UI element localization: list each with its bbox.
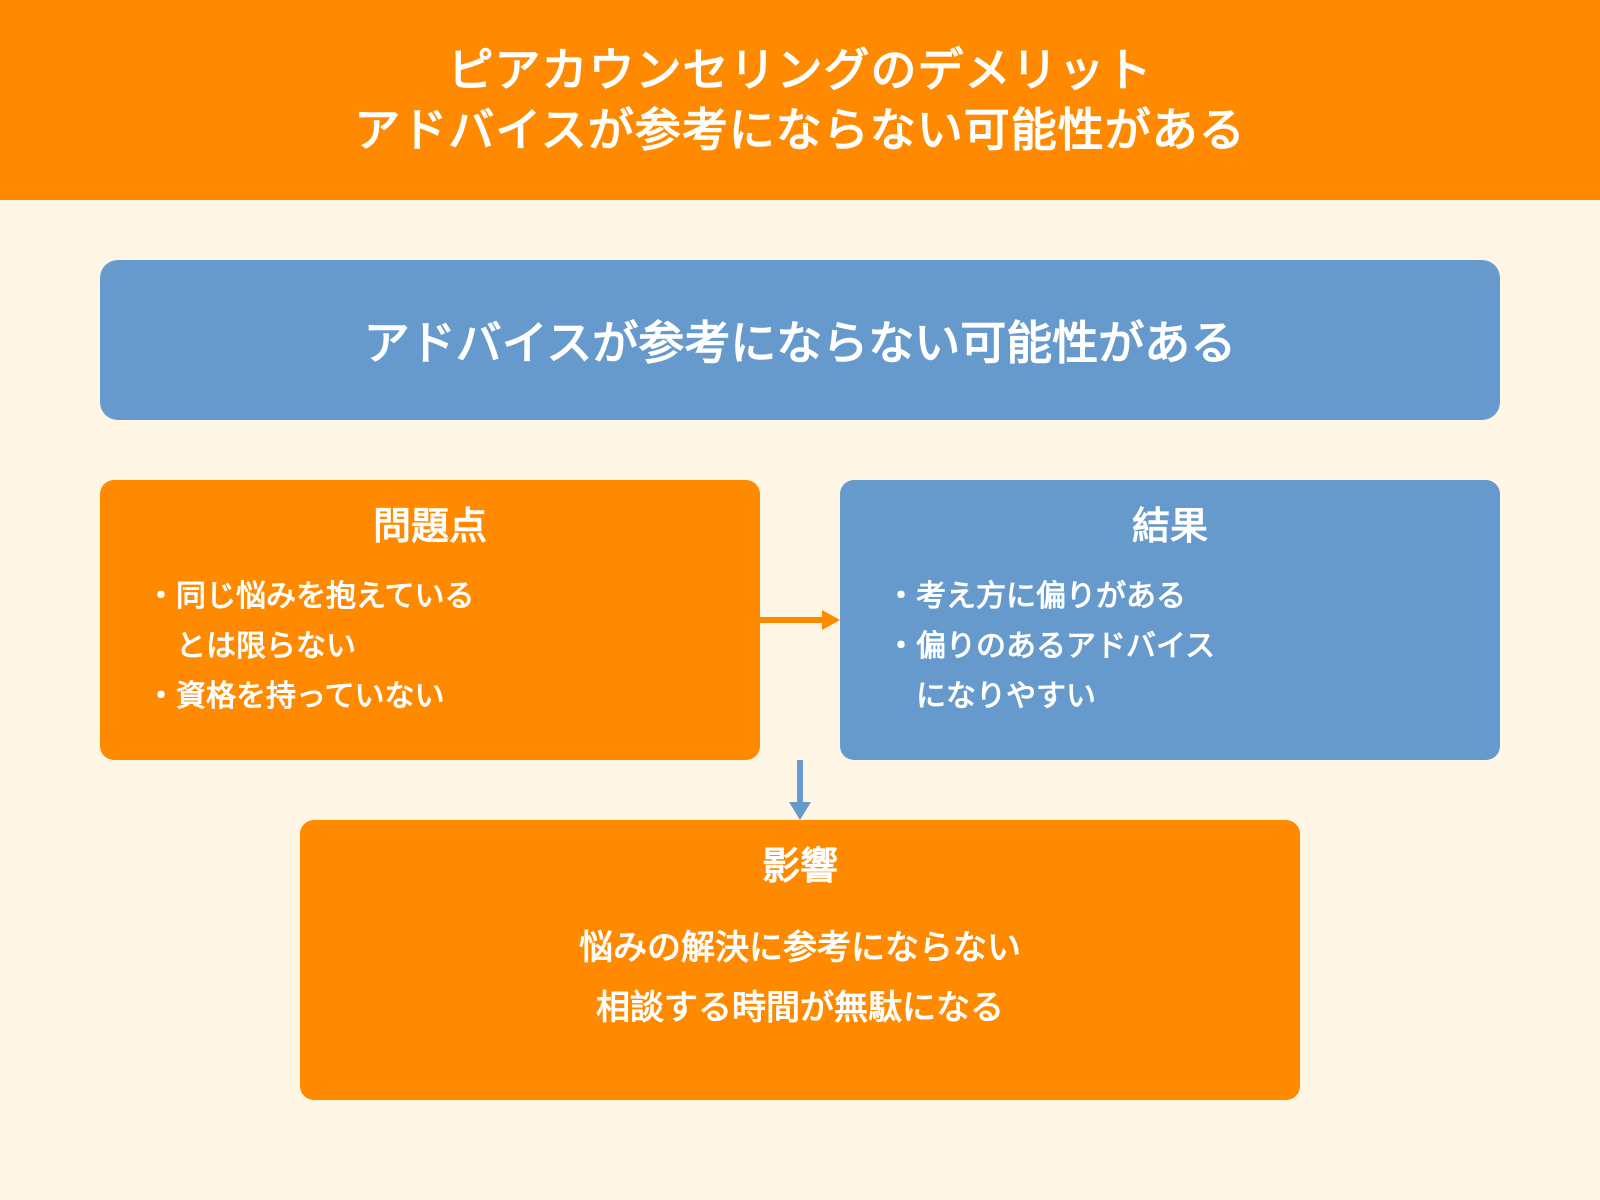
impact-line: 悩みの解決に参考にならない <box>579 928 1021 968</box>
impact-card: 影響 悩みの解決に参考にならない 相談する時間が無駄になる <box>300 820 1300 1100</box>
header-banner: ピアカウンセリングのデメリット アドバイスが参考にならない可能性がある <box>0 0 1600 200</box>
result-title: 結果 <box>1131 504 1208 548</box>
problem-item: ・資格を持っていない <box>146 679 445 714</box>
main-point-text: アドバイスが参考にならない可能性がある <box>363 316 1237 370</box>
arrow-down-icon <box>789 760 811 820</box>
result-item: ・偏りのあるアドバイス <box>886 629 1216 664</box>
main-point-box: アドバイスが参考にならない可能性がある <box>100 260 1500 420</box>
problem-item: とは限らない <box>146 629 356 664</box>
problem-item: ・同じ悩みを抱えている <box>146 579 475 614</box>
impact-title: 影響 <box>761 844 838 888</box>
problem-card: 問題点 ・同じ悩みを抱えている とは限らない ・資格を持っていない <box>100 480 760 760</box>
page-title-line-1: ピアカウンセリングのデメリット <box>447 43 1153 97</box>
problem-list: ・同じ悩みを抱えている とは限らない ・資格を持っていない <box>146 572 475 722</box>
arrow-right-icon <box>760 610 840 630</box>
problem-title: 問題点 <box>372 504 487 548</box>
result-list: ・考え方に偏りがある ・偏りのあるアドバイス になりやすい <box>886 572 1215 722</box>
impact-list: 悩みの解決に参考にならない 相談する時間が無駄になる <box>300 918 1300 1038</box>
impact-line: 相談する時間が無駄になる <box>596 988 1004 1028</box>
page-title-line-2: アドバイスが参考にならない可能性がある <box>354 103 1246 157</box>
result-card: 結果 ・考え方に偏りがある ・偏りのあるアドバイス になりやすい <box>840 480 1500 760</box>
result-item: になりやすい <box>886 679 1096 714</box>
result-item: ・考え方に偏りがある <box>886 579 1186 614</box>
